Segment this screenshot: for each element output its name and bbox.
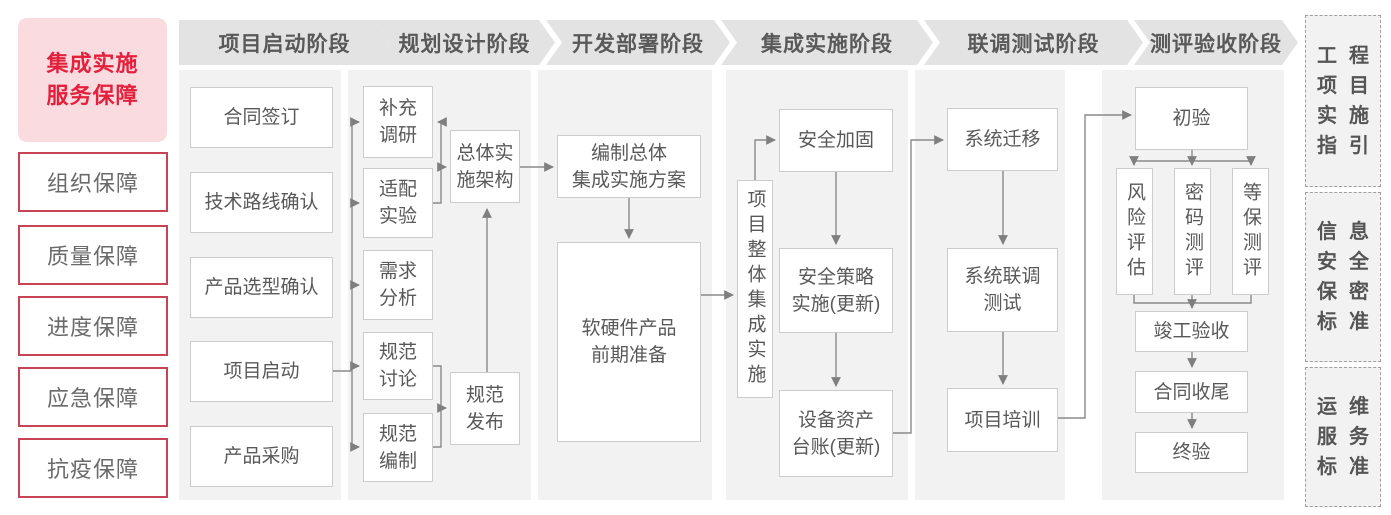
sidebar-item-quality-guarantee: 质量保障 (18, 225, 168, 285)
node-classified-protection-evaluation: 等保测评 (1232, 168, 1269, 295)
standard-row: 实施 (1317, 105, 1381, 127)
node-completion-acceptance: 竣工验收 (1135, 311, 1248, 352)
node-tech-route-confirm: 技术路线确认 (190, 172, 333, 233)
standard-row: 标准 (1317, 456, 1381, 478)
node-system-migration: 系统迁移 (947, 108, 1058, 171)
phase-header-dev-deployment: 开发部署阶段 (546, 20, 730, 65)
phase-header-integration-implementation: 集成实施阶段 (721, 20, 933, 65)
node-overall-project-integration: 项目整体集成实施 (737, 180, 773, 398)
node-contract-closure: 合同收尾 (1135, 371, 1248, 413)
standard-project-implementation-guide: 工程 项目 实施 指引 (1305, 15, 1381, 187)
node-product-procurement: 产品采购 (190, 426, 333, 487)
node-security-hardening: 安全加固 (779, 109, 893, 172)
node-project-kickoff: 项目启动 (190, 341, 333, 402)
standard-row: 服务 (1317, 426, 1381, 448)
standard-row: 运维 (1317, 396, 1381, 418)
node-equipment-asset-ledger: 设备资产 台账(更新) (779, 390, 893, 477)
node-risk-assessment: 风险评估 (1116, 168, 1153, 295)
phase-header-evaluation-acceptance: 测评验收阶段 (1134, 20, 1298, 65)
standard-operation-maintenance-service: 运维 服务 标准 (1305, 367, 1381, 507)
node-system-joint-debugging-test: 系统联调 测试 (947, 248, 1058, 332)
standard-information-security-confidentiality: 信息 安全 保密 标准 (1305, 192, 1381, 362)
node-adaptation-experiment: 适配 实验 (363, 168, 433, 238)
node-crypto-evaluation: 密码测评 (1174, 168, 1211, 295)
standard-row: 标准 (1317, 311, 1381, 333)
sidebar-item-emergency-guarantee: 应急保障 (18, 367, 168, 427)
standard-row: 信息 (1317, 221, 1381, 243)
node-overall-integration-plan: 编制总体 集成实施方案 (557, 135, 701, 198)
phase-header-planning-design: 规划设计阶段 (374, 20, 555, 65)
node-hw-sw-preparation: 软硬件产品 前期准备 (557, 242, 701, 442)
sidebar-item-epidemic-guarantee: 抗疫保障 (18, 438, 168, 498)
node-initial-acceptance: 初验 (1135, 87, 1248, 150)
sidebar-item-organization-guarantee: 组织保障 (18, 152, 168, 212)
standard-row: 安全 (1317, 251, 1381, 273)
node-overall-implementation-architecture: 总体实 施架构 (450, 130, 520, 203)
standard-row: 保密 (1317, 281, 1381, 303)
node-spec-release: 规范 发布 (450, 372, 520, 445)
node-final-acceptance: 终验 (1135, 432, 1248, 473)
sidebar-title: 集成实施 服务保障 (18, 18, 167, 142)
node-supplementary-research: 补充 调研 (363, 86, 433, 158)
node-project-training: 项目培训 (947, 388, 1058, 452)
node-security-policy-implementation: 安全策略 实施(更新) (779, 248, 893, 333)
phase-header-project-initiation: 项目启动阶段 (179, 20, 390, 65)
node-spec-discussion: 规范 讨论 (363, 332, 433, 400)
node-product-selection-confirm: 产品选型确认 (190, 257, 333, 318)
standard-row: 指引 (1317, 135, 1381, 157)
sidebar-item-schedule-guarantee: 进度保障 (18, 296, 168, 356)
standard-row: 项目 (1317, 75, 1381, 97)
node-contract-signing: 合同签订 (190, 87, 333, 148)
node-requirement-analysis: 需求 分析 (363, 250, 433, 320)
phase-header-joint-debugging-test: 联调测试阶段 (924, 20, 1143, 65)
node-spec-compilation: 规范 编制 (363, 413, 433, 482)
standard-row: 工程 (1317, 45, 1381, 67)
